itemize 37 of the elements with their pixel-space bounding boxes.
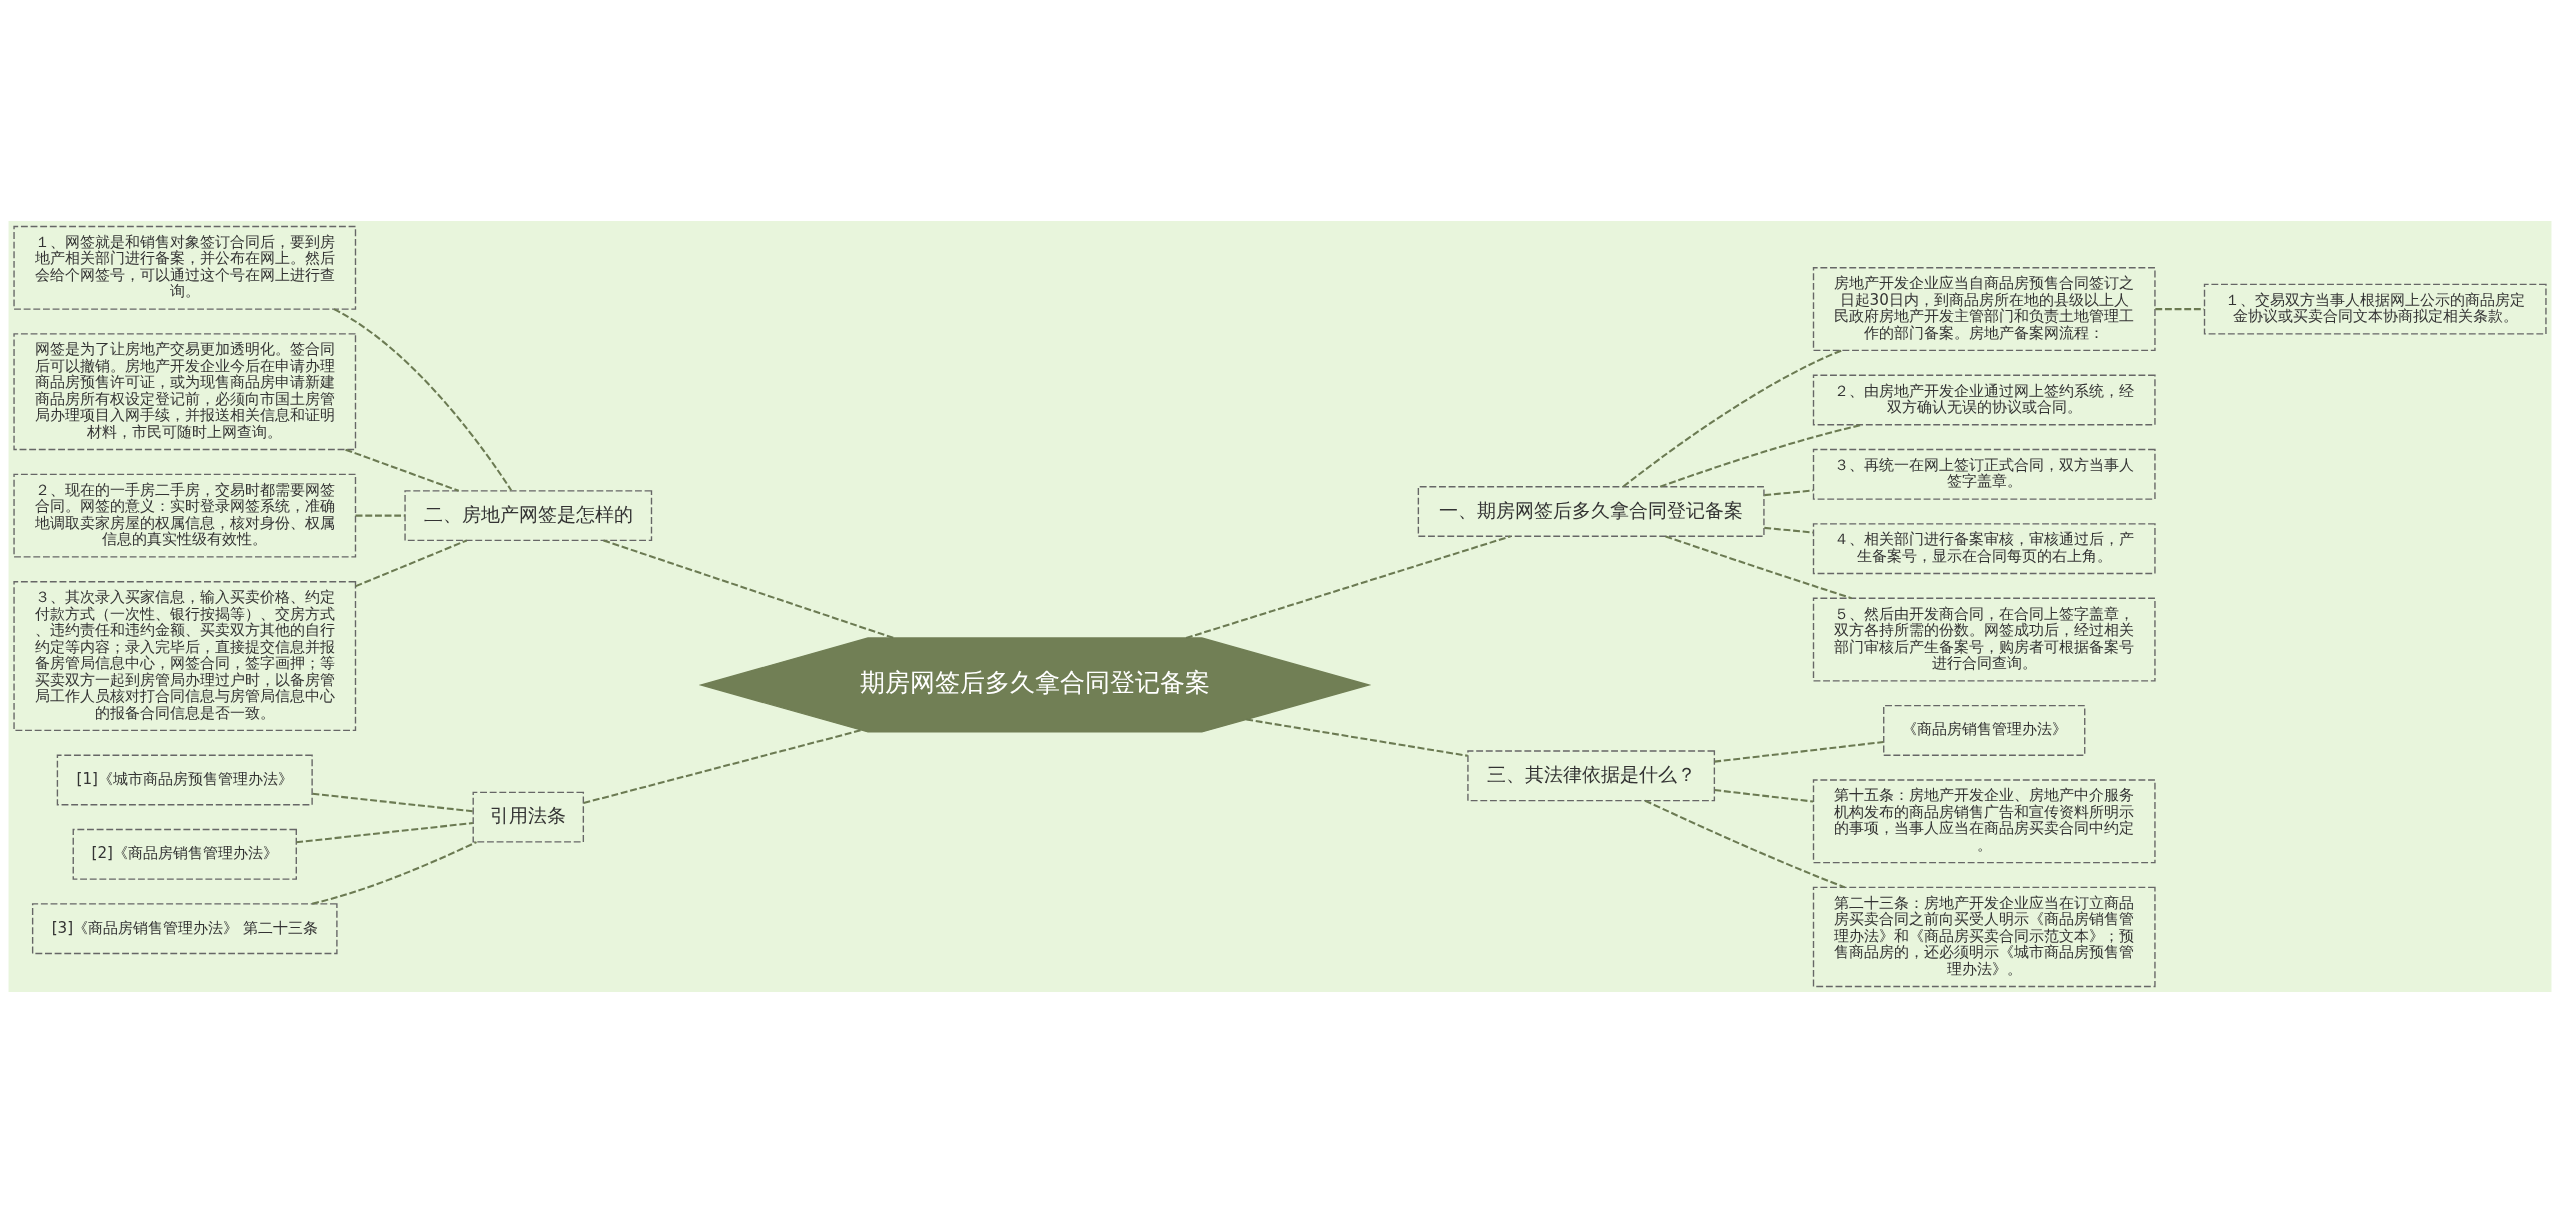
node-box: [3]《商品房销售管理办法》 第二十三条 (31, 903, 338, 955)
node-box: 《商品房销售管理办法》 (1883, 704, 2086, 756)
node-box: ３、再统一在网上签订正式合同，双方当事人签字盖章。 (1812, 448, 2156, 500)
connector (296, 822, 474, 844)
node-box: ２、现在的一手房二手房，交易时都需要网签合同。网签的意义：实时登录网签系统，准确地调取卖家房屋的权属信息，核对身份、权属信息的真实性级有效性。 (13, 473, 357, 558)
connector (1714, 740, 1884, 763)
node-box: 房地产开发企业应当自商品房预售合同签订之日起30日内，到商品房所在地的县级以上人民政府房地产开发主管部门和负责土地管理工作的部门备案。房地产备案网流程： (1812, 267, 2156, 352)
node-box: ４、相关部门进行备案审核，审核通过后，产生备案号，显示在合同每页的右上角。 (1812, 523, 2156, 575)
node-box: １、交易双方当事人根据网上公示的商品房定金协议或买卖合同文本协商拟定相关条款。 (2203, 283, 2547, 335)
connector (1246, 718, 1468, 757)
node-box: 网签是为了让房地产交易更加透明化。签合同后可以撤销。房地产开发企业今后在申请办理商品房预售许可证，或为现售商品房申请新建商品房所有权设定登记前，必须向市国土房管局办理项目入网手续，并报送相关信息和证明材料，市民可随时上网查询。 (13, 333, 357, 451)
connector (603, 539, 895, 639)
node-box: 一、期房网签后多久拿合同登记备案 (1417, 486, 1765, 537)
node-box: [2]《商品房销售管理办法》 (72, 828, 297, 880)
connector (345, 448, 460, 492)
connector (311, 841, 477, 905)
node-box: 三、其法律依据是什么？ (1467, 750, 1716, 802)
connector (355, 514, 406, 517)
connector (1764, 489, 1814, 497)
node-box: 引用法条 (472, 791, 585, 843)
node-box: ５、然后由开发商合同，在合同上签字盖章，双方各持所需的份数。网签成功后，经过相关部门审核后产生备案号，购房者可根据备案号进行合同查询。 (1812, 597, 2156, 682)
connector (1185, 535, 1511, 639)
node-box: ２、由房地产开发企业通过网上签约系统，经双方确认无误的协议或合同。 (1812, 374, 2156, 426)
connector (1714, 789, 1814, 803)
node-box: [1]《城市商品房预售管理办法》 (56, 754, 313, 806)
node-box: 二、房地产网签是怎样的 (404, 490, 653, 542)
connector (1764, 526, 1814, 534)
connector (355, 539, 468, 588)
connector (583, 729, 862, 804)
node-box: 第十五条：房地产开发企业、房地产中介服务机构发布的商品房销售广告和宣传资料所明示的事项，当事人应当在商品房买卖合同中约定。 (1812, 779, 2156, 864)
connector (333, 308, 513, 491)
node-box: ３、其次录入买家信息，输入买卖价格、约定付款方式（一次性、银行按揭等）、交房方式、违约责任和违约金额、买卖双方其他的自行约定等内容；录入完毕后，直接提交信息并报备房管局信息中心，网签合同，签字画押；等买卖双方一起到房管局办理过户时，以备房管局工作人员核对打合同信息与房管局信息中心的报备合同信息是否一致。 (13, 581, 357, 732)
node-box: 第二十三条：房地产开发企业应当在订立商品房买卖合同之前向买受人明示《商品房销售管理办法》和《商品房买卖合同示范文本》；预售商品房的，还必须明示《城市商品房预售管理办法》。 (1812, 886, 2156, 988)
node-box: １、网签就是和销售对象签订合同后，要到房地产相关部门进行备案，并公布在网上。然后会给个网签号，可以通过这个号在网上进行查询。 (13, 225, 357, 310)
connector (312, 792, 473, 813)
connector (1644, 799, 1846, 889)
connector (2155, 308, 2204, 311)
